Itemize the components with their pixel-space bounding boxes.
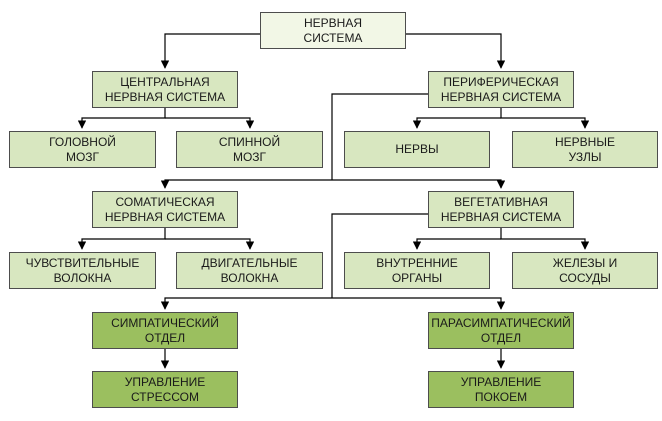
node-internal-organs: ВНУТРЕННИЕ ОРГАНЫ: [344, 252, 490, 289]
node-sensory-fibers: ЧУВСТВИТЕЛЬНЫЕ ВОЛОКНА: [9, 252, 156, 289]
node-brain: ГОЛОВНОЙ МОЗГ: [9, 131, 156, 168]
edge-autonomic-parasympathetic: [332, 297, 506, 310]
node-somatic-nervous-system: СОМАТИЧЕСКАЯ НЕРВНАЯ СИСТЕМА: [92, 191, 238, 228]
node-stress-control: УПРАВЛЕНИЕ СТРЕССОМ: [92, 371, 238, 408]
node-rest-control: УПРАВЛЕНИЕ ПОКОЕМ: [428, 371, 574, 408]
edge-pns-autonomic: [332, 179, 506, 189]
edge-root-cns: [160, 33, 260, 69]
node-parasympathetic-division: ПАРАСИМПАТИЧЕСКИЙ ОТДЕЛ: [428, 312, 574, 349]
edge-pns-bracket: [331, 93, 430, 180]
edge-cns-children: [77, 107, 166, 129]
edge-autonomic-bracket: [331, 213, 430, 298]
edge-somatic-motor: [165, 238, 255, 250]
edge-pns-somatic: [160, 179, 332, 189]
edge-somatic-sensory: [77, 228, 166, 250]
edge-root-pns: [405, 33, 506, 69]
node-sympathetic-division: СИМПАТИЧЕСКИЙ ОТДЕЛ: [92, 312, 238, 349]
edge-autonomic-organs: [412, 238, 501, 250]
node-glands-vessels: ЖЕЛЕЗЫ И СОСУДЫ: [512, 252, 658, 289]
edge-cns-spinal: [165, 117, 255, 129]
node-central-nervous-system: ЦЕНТРАЛЬНАЯ НЕРВНАЯ СИСТЕМА: [92, 71, 238, 108]
edge-autonomic-sympathetic: [160, 297, 332, 310]
node-spinal-cord: СПИННОЙ МОЗГ: [176, 131, 323, 168]
node-nervous-system: НЕРВНАЯ СИСТЕМА: [260, 12, 406, 49]
node-nerves: НЕРВЫ: [344, 131, 490, 168]
node-autonomic-nervous-system: ВЕГЕТАТИВНАЯ НЕРВНАЯ СИСТЕМА: [428, 191, 574, 228]
edge-pns-nerves: [412, 117, 501, 129]
node-motor-fibers: ДВИГАТЕЛЬНЫЕ ВОЛОКНА: [176, 252, 323, 289]
edge-pns-ganglia: [500, 107, 590, 129]
node-ganglia: НЕРВНЫЕ УЗЛЫ: [512, 131, 658, 168]
node-peripheral-nervous-system: ПЕРИФЕРИЧЕСКАЯ НЕРВНАЯ СИСТЕМА: [428, 71, 574, 108]
edge-autonomic-glands: [500, 228, 590, 250]
